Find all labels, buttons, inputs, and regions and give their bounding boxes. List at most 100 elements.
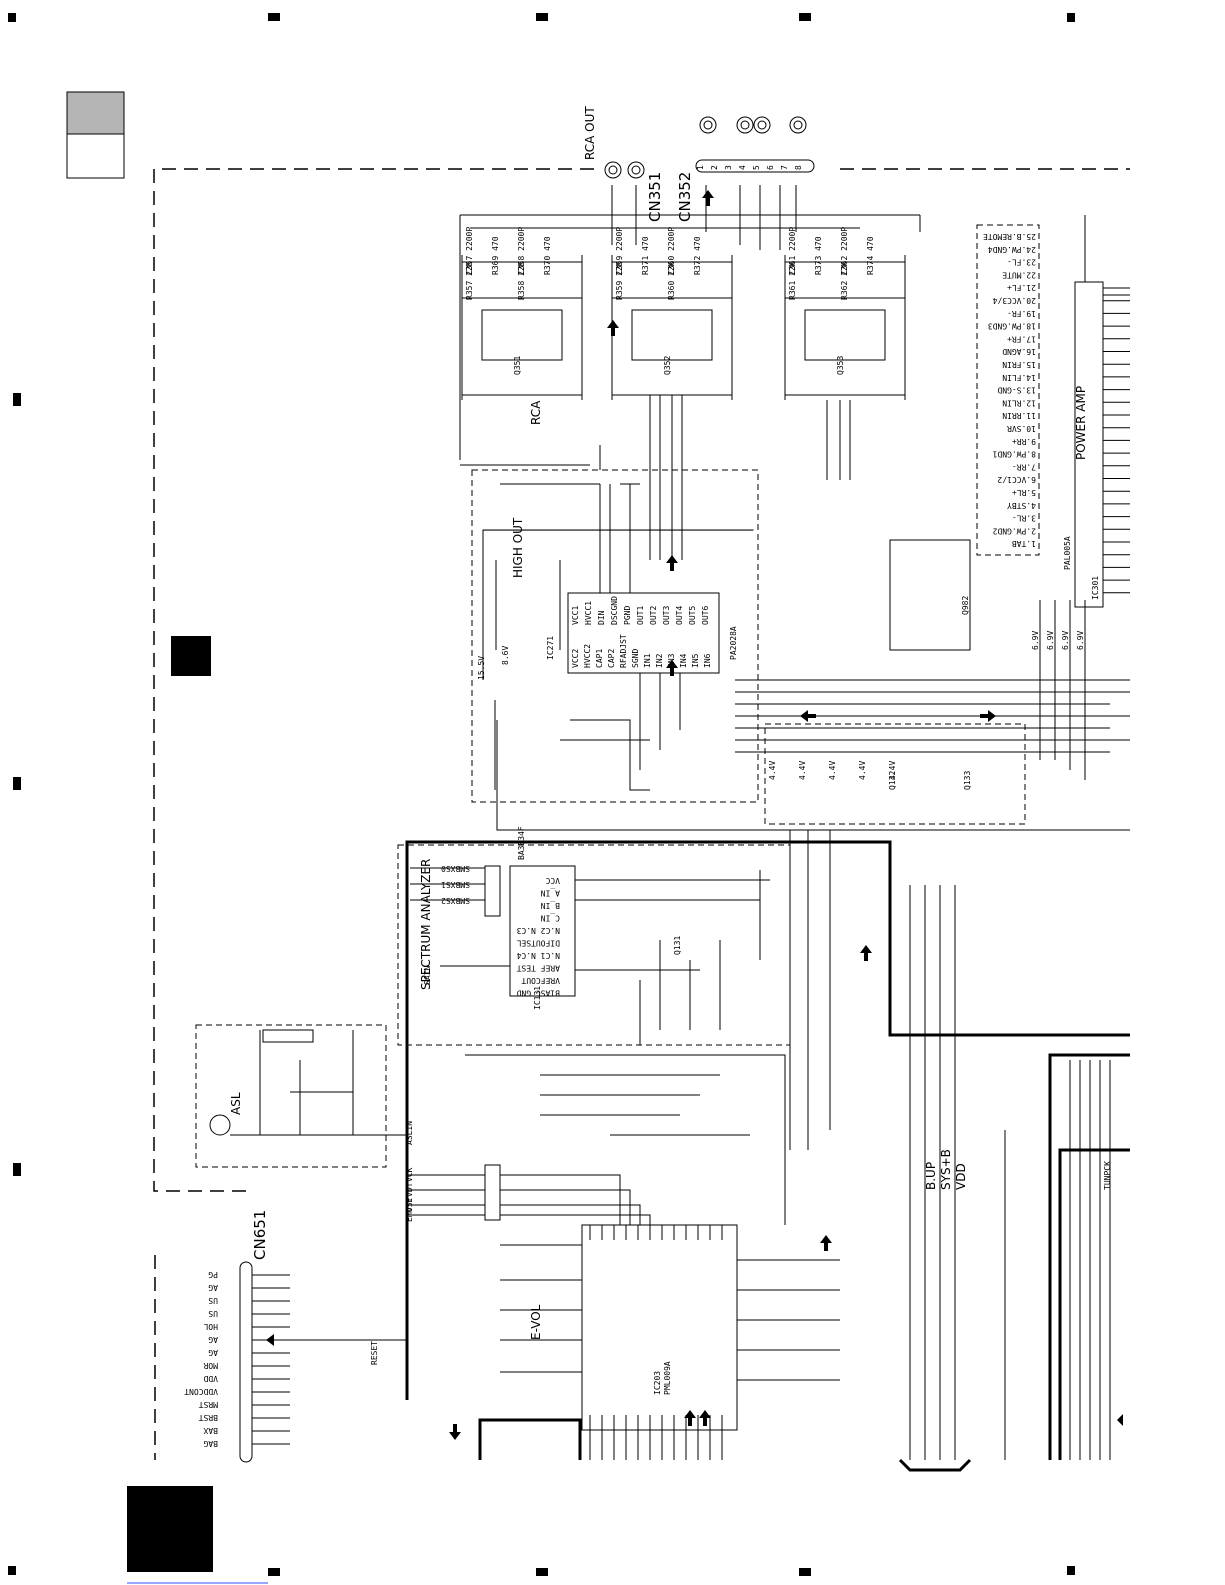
ic131-pin: AREF TEST xyxy=(516,964,560,973)
ic203-chip xyxy=(581,1224,738,1431)
power-amp-pin: 9.RR+ xyxy=(1012,437,1036,446)
ic271-chip xyxy=(567,592,720,674)
q131-label: Q131 xyxy=(673,936,682,955)
ic271-pin: SGND xyxy=(631,649,640,668)
ic131-chip xyxy=(509,865,576,997)
vdd-label: VDD xyxy=(954,1163,968,1190)
cap-label: C362 2200P xyxy=(840,227,849,275)
ic271-pin: PGND xyxy=(623,606,632,625)
cn352-pin: 4 xyxy=(738,165,747,170)
cn651-pin: PG xyxy=(208,1270,218,1279)
transistor-pair xyxy=(804,309,886,361)
power-amp-pin: 5.RL+ xyxy=(1012,488,1036,497)
ic271-pin: IN1 xyxy=(643,653,652,668)
cn351-label: CN351 xyxy=(646,172,664,222)
cn352-pin: 5 xyxy=(752,165,761,170)
cn651-pin: MRST xyxy=(199,1400,218,1409)
ic131-pin: VCC xyxy=(545,876,560,885)
power-amp-pin: 10.SVR xyxy=(1007,424,1036,433)
v-6-9c: 6.9V xyxy=(1061,631,1070,650)
ic271-pin: DSCGND xyxy=(610,596,619,625)
vst-label: VST xyxy=(405,1197,414,1212)
ic271-pin: IN2 xyxy=(655,653,664,668)
power-amp-pin: 14.FLIN xyxy=(1002,373,1036,382)
cn352-pin: 7 xyxy=(780,165,789,170)
cn651-pin: MOR xyxy=(203,1361,218,1370)
ic131-pin: C_IN xyxy=(541,914,560,923)
q133-label: Q133 xyxy=(963,771,972,790)
cn651-pin: VDD xyxy=(203,1374,218,1383)
ic271-pin: OUT5 xyxy=(688,606,697,625)
ic271-pin: VCC2 xyxy=(571,649,580,668)
power-amp-pin: 20.VCC3/4 xyxy=(992,296,1036,305)
resistor-label: R370 470 xyxy=(543,236,552,275)
power-amp-pin: 4.STBY xyxy=(1007,501,1036,510)
ic271-pin: IN5 xyxy=(691,653,700,668)
smb-signal: SMBXS0 xyxy=(441,864,470,873)
resistor-label: R373 470 xyxy=(814,236,823,275)
cap-label: C358 2200P xyxy=(517,227,526,275)
evol-block: E-VOL IC203 PML009A VCK VDT VST EMUTE RE… xyxy=(370,1054,840,1460)
bus-voltage: 4.4V xyxy=(828,761,837,780)
ic131-pin: B_IN xyxy=(541,901,560,910)
rca-block-label: RCA xyxy=(529,400,543,425)
cn352-pin: 8 xyxy=(794,165,803,170)
cn651-pin: US xyxy=(208,1296,218,1305)
cn651-pin: HOL xyxy=(203,1322,218,1331)
resistor-label: R359 22K xyxy=(615,261,624,300)
asl-block: ASL ASLIN xyxy=(195,1024,414,1168)
v-8-6: 8.6V xyxy=(501,646,510,665)
power-amp-label: POWER AMP xyxy=(1074,386,1088,460)
ic271-pin: IN4 xyxy=(679,653,688,668)
transistor-pair xyxy=(481,309,563,361)
bus-voltage: 4.4V xyxy=(858,761,867,780)
high-out-label: HIGH OUT xyxy=(511,517,525,578)
cap-label: C357 2200P xyxy=(465,227,474,275)
ic271-pin: OUT6 xyxy=(701,606,710,625)
ic271-pin: OUT2 xyxy=(649,606,658,625)
pa2028a-label: PA2028A xyxy=(729,626,738,660)
signal-arrows xyxy=(266,190,1123,1440)
smb-signal: SMBXS1 xyxy=(441,880,470,889)
vdt-label: VDT xyxy=(405,1182,414,1197)
power-amp-pin: 16.AGND xyxy=(1002,347,1036,356)
smb-signal: SMBXS2 xyxy=(441,896,470,905)
power-amp-pin: 23.FL- xyxy=(1007,258,1036,267)
bup-label: B.UP xyxy=(924,1162,938,1190)
power-amp-pin: 6.VCC1/2 xyxy=(997,475,1036,484)
cn651-pin: BAX xyxy=(203,1426,218,1435)
cn651-pin: BRST xyxy=(199,1413,218,1422)
ic271-pin: HVCC2 xyxy=(583,644,592,668)
power-amp-pin: 12.RLIN xyxy=(1002,398,1036,407)
transistor-pair xyxy=(631,309,713,361)
bus-voltage: 4.4V xyxy=(798,761,807,780)
power-amp-pin: 11.RRIN xyxy=(1002,411,1036,420)
ic301-chip xyxy=(1074,281,1104,608)
power-amp-pin: 18.PW.GND3 xyxy=(988,322,1036,331)
cap-label: C360 2200P xyxy=(667,227,676,275)
resistor-label: R362 22K xyxy=(840,261,849,300)
cn651-block: CN651 PGAGUSUSHOLAGAGMORVDDVDDCONTMRSTBR… xyxy=(184,1210,407,1463)
ic271-pin: VCC1 xyxy=(571,606,580,625)
ic271-pin: DIN xyxy=(597,610,606,625)
power-amp-pin: 2.PW.GND2 xyxy=(992,526,1036,535)
ic131-label: IC131 xyxy=(533,986,542,1010)
ic271-pin: RFADJST xyxy=(619,634,628,668)
power-amp-pin: 22.MUTE xyxy=(1002,270,1036,279)
cn651-label: CN651 xyxy=(251,1210,269,1260)
ic131-pin: N.C1 N.C4 xyxy=(516,951,560,960)
resistor-label: R372 470 xyxy=(693,236,702,275)
ic271-pin: OUT4 xyxy=(675,606,684,625)
cn352-pin: 2 xyxy=(710,165,719,170)
bus-voltage: 4.4V xyxy=(768,761,777,780)
sain-label: SAIN xyxy=(423,966,432,985)
cn352-pin: 3 xyxy=(724,165,733,170)
ic203-label: IC203 xyxy=(653,1371,662,1395)
cap-label: C359 2200P xyxy=(615,227,624,275)
asl-in-label: ASLIN xyxy=(405,1121,414,1145)
ic131-pin: B1ASC GND xyxy=(516,989,560,998)
